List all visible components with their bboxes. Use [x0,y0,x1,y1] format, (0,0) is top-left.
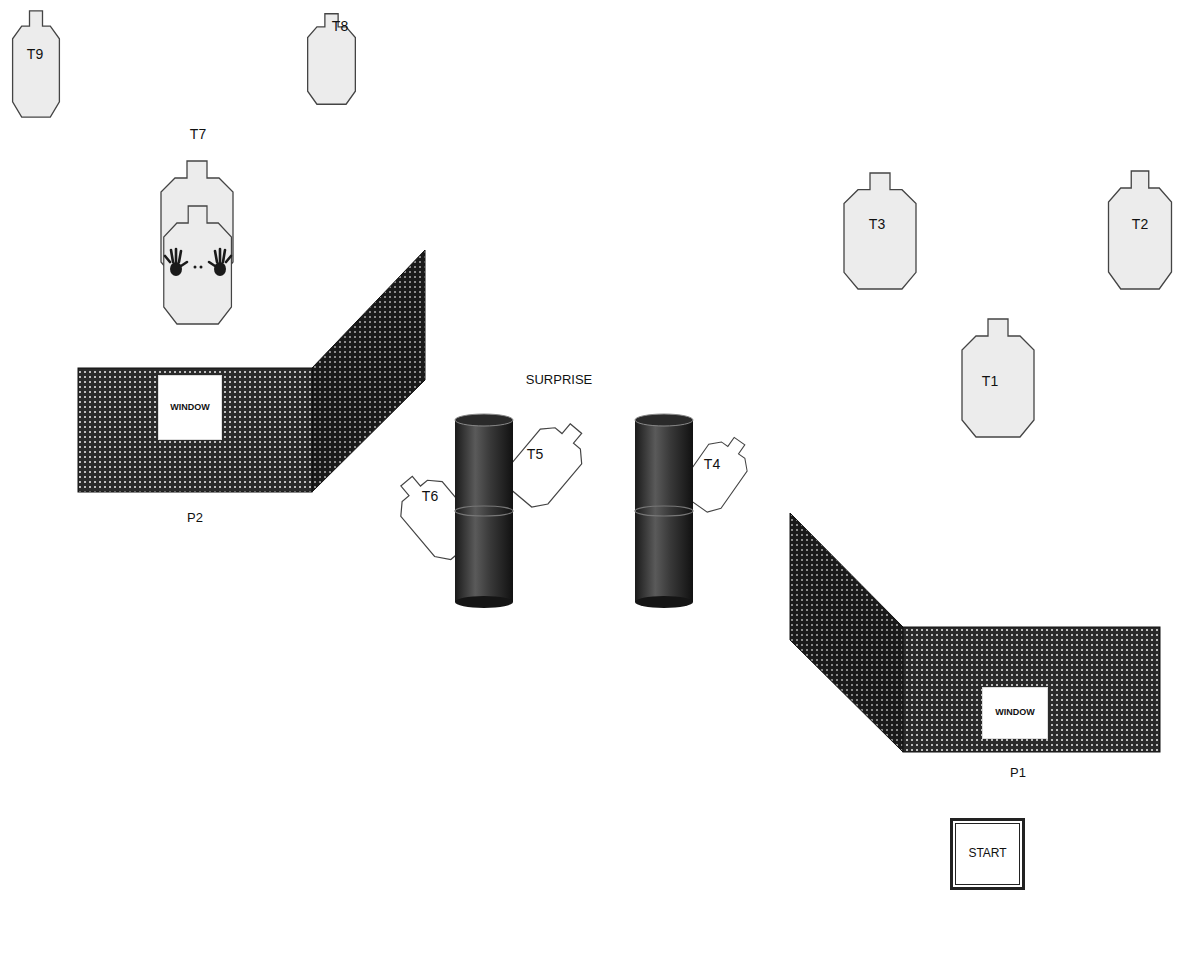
wall-panel [790,513,1160,788]
target-number: T4 [704,457,720,472]
window: WINDOW [982,687,1048,739]
target-silhouette [10,10,62,118]
target-silhouette [305,13,358,105]
position-label: P2 [187,511,203,525]
target-number: T5 [527,447,543,462]
window-label: WINDOW [170,403,210,413]
target-silhouette [685,420,750,525]
barrel-right [635,414,693,608]
target: T1 [958,318,1038,438]
target: T8 [305,13,358,105]
stage-note: SURPRISE [526,373,592,387]
start-box: START [950,818,1025,890]
wall-panel [78,250,425,532]
target-number: T3 [869,217,885,232]
target: T2 [1105,170,1175,290]
target-silhouette [500,405,595,520]
wall: P1 WINDOW [790,513,1160,788]
target-number: T6 [422,489,438,504]
position-label: P1 [1010,766,1026,780]
target: T3 [840,172,920,290]
start-label: START [968,847,1006,860]
target-number: T2 [1132,217,1148,232]
window: WINDOW [158,375,222,440]
wall: P2 WINDOW [78,250,425,532]
target: T7 [150,125,245,330]
target: T4 [685,420,750,525]
window-label: WINDOW [995,708,1035,718]
target-silhouette [395,455,475,575]
target-number: T8 [332,19,348,34]
barrel-left [455,414,513,608]
target: T6 [395,455,475,575]
target: T5 [500,405,595,520]
target-number: T9 [27,47,43,62]
target-silhouette [150,125,245,330]
target: T9 [10,10,62,118]
target-number: T1 [982,374,998,389]
target-number: T7 [190,127,206,142]
